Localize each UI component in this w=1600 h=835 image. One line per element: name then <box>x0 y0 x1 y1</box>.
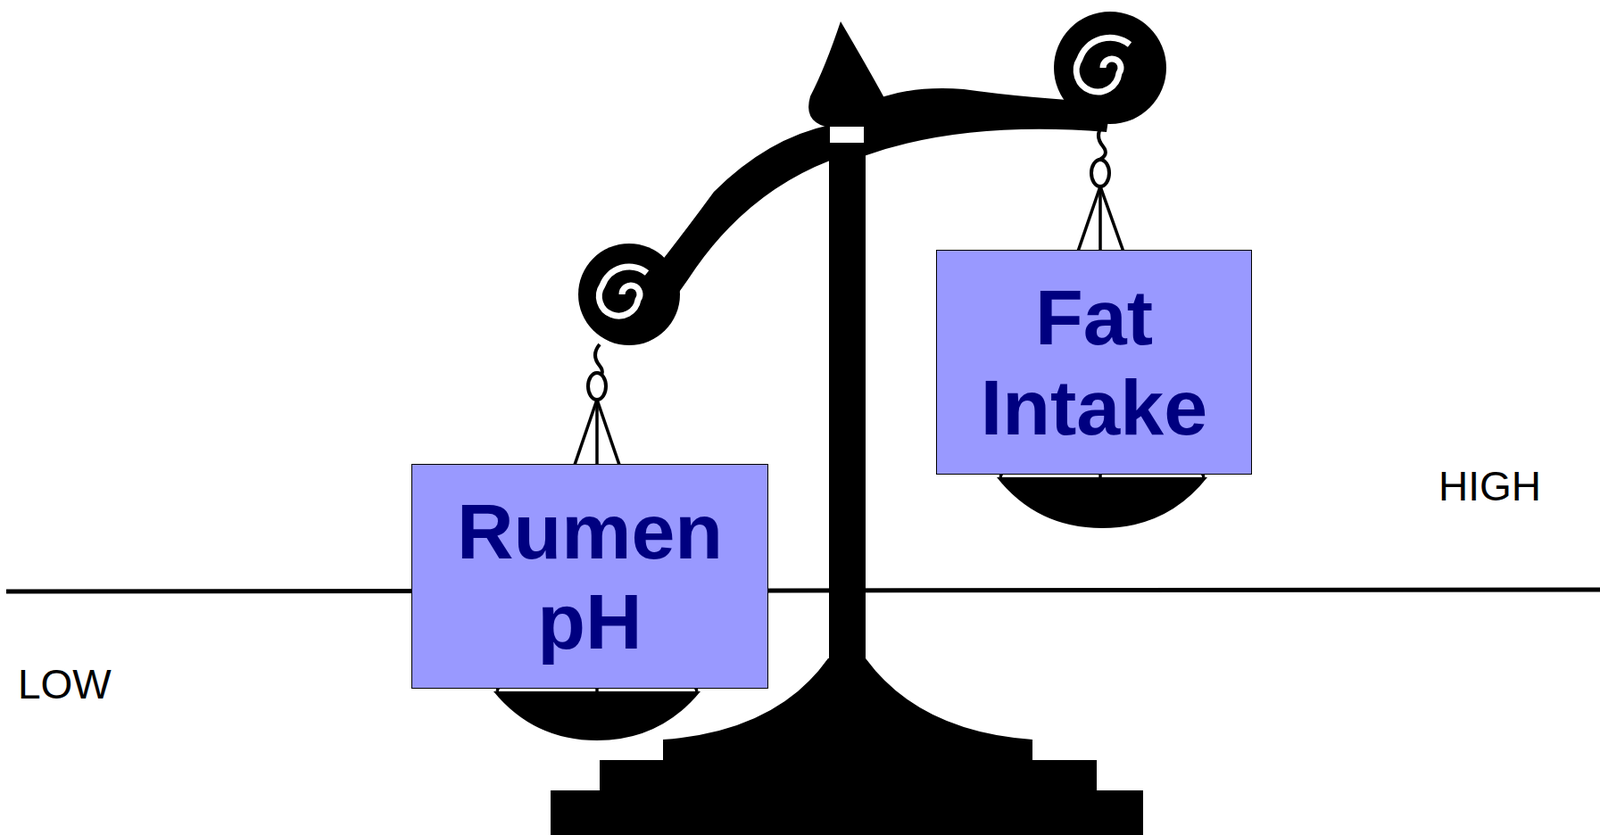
scale-pan <box>493 691 701 741</box>
scale-hook <box>588 373 606 400</box>
scale-pan <box>996 477 1208 529</box>
scale-post <box>829 142 866 670</box>
scale-spiral <box>1076 37 1130 92</box>
level-label: HIGH <box>1438 462 1542 511</box>
scale-spiral <box>578 243 680 346</box>
scale-hook <box>1091 159 1110 187</box>
scale-hook <box>1097 124 1106 161</box>
divider-line <box>6 589 1600 592</box>
factor-box: Fat Intake <box>936 249 1252 475</box>
factor-label: Fat Intake <box>936 272 1252 453</box>
scale-spiral <box>1053 11 1167 125</box>
factor-box: Rumen pH <box>411 464 769 689</box>
factor-label: Rumen pH <box>412 486 768 667</box>
level-label: LOW <box>17 660 112 709</box>
scale-spiral <box>598 266 647 316</box>
